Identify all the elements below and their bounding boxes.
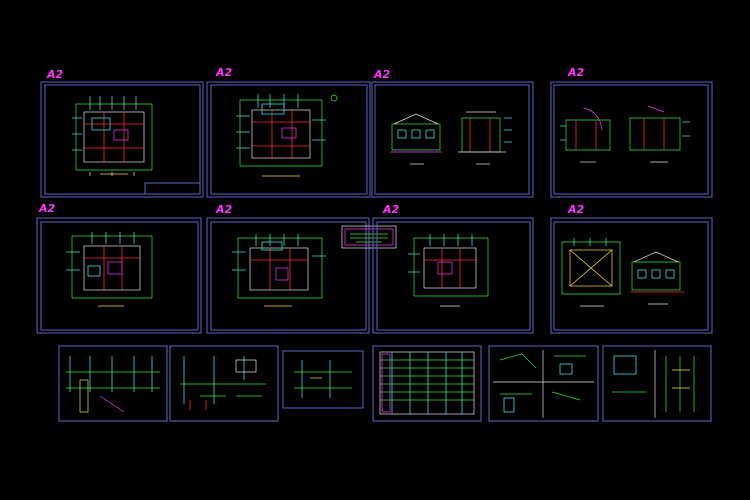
sheet-1-floor-plan xyxy=(72,96,153,176)
sheet-4[interactable]: A2 xyxy=(550,66,713,198)
sheet-1-label: A2 xyxy=(46,68,64,81)
sheet-7[interactable]: A2 xyxy=(372,203,534,334)
sheet-7-inner-frame xyxy=(376,221,531,331)
sheet-1-outer-frame xyxy=(40,81,204,198)
detail-sheet-4-box-b xyxy=(559,363,573,375)
sheet-6-outer-frame xyxy=(206,217,370,334)
schedule-table-header-column xyxy=(381,353,391,413)
north-arrow-icon xyxy=(330,94,338,102)
schedule-table-rows xyxy=(380,359,474,401)
detail-sheet-4-details xyxy=(499,353,586,401)
detail-sheet-1-diagonal xyxy=(99,395,125,413)
sheet-3-side-elevation xyxy=(458,111,512,165)
sheet-7-label: A2 xyxy=(382,203,400,216)
title-block-inner xyxy=(344,228,394,246)
sheet-7-outer-frame xyxy=(372,217,534,334)
sheet-7-floor-plan xyxy=(408,234,489,307)
sheet-8-outer-frame xyxy=(550,217,713,334)
sheet-5[interactable]: A2 xyxy=(36,202,202,334)
detail-sheet-5[interactable] xyxy=(602,345,712,422)
detail-sheet-1-frame xyxy=(58,345,168,422)
sheet-3[interactable]: A2 xyxy=(371,68,534,198)
sheet-5-inner-frame xyxy=(40,221,199,331)
detail-sheet-5-frame xyxy=(602,345,712,422)
detail-sheet-4[interactable] xyxy=(488,345,599,422)
detail-sheet-2-columns xyxy=(183,356,245,404)
sheet-5-outer-frame xyxy=(36,217,202,334)
title-block-text-lines xyxy=(350,233,388,243)
detail-sheet-5-marks xyxy=(672,369,690,389)
detail-sheet-5-lines xyxy=(612,356,695,412)
schedule-table-frame xyxy=(379,351,475,415)
sheet-3-front-elevation xyxy=(390,113,442,165)
schedule-sheet[interactable] xyxy=(372,345,482,422)
sheet-8-elevation xyxy=(630,251,684,305)
detail-sheet-4-box-a xyxy=(503,397,515,413)
sheet-3-label: A2 xyxy=(373,68,391,81)
detail-sheet-2-frame xyxy=(169,345,279,422)
sheet-2-outer-frame xyxy=(206,81,371,198)
sheet-2-inner-frame xyxy=(210,84,368,195)
detail-sheet-3-beams xyxy=(294,371,352,389)
sheet-4-label: A2 xyxy=(567,66,585,79)
sheet-6[interactable]: A2 xyxy=(206,203,370,334)
sheet-4-section-b xyxy=(629,105,690,163)
sheet-5-floor-plan xyxy=(66,232,153,307)
detail-sheet-2[interactable] xyxy=(169,345,279,422)
sheet-8-inner-frame xyxy=(553,221,709,331)
detail-sheet-1[interactable] xyxy=(58,345,168,422)
sheet-4-outer-frame xyxy=(550,81,713,198)
sheet-1-inner-frame xyxy=(44,84,201,195)
detail-sheet-1-stair xyxy=(79,379,89,413)
sheet-1[interactable]: A2 xyxy=(40,68,204,198)
detail-sheet-4-frame xyxy=(488,345,599,422)
detail-sheet-2-marks xyxy=(189,400,207,410)
sheet-8-label: A2 xyxy=(567,203,585,216)
detail-sheet-2-detail-box xyxy=(235,359,257,373)
sheet-8[interactable]: A2 xyxy=(550,203,713,334)
detail-sheet-1-beams xyxy=(66,371,160,389)
detail-sheet-1-columns xyxy=(69,356,153,392)
sheet-6-label: A2 xyxy=(215,203,233,216)
schedule-table-columns xyxy=(391,352,463,414)
sheet-8-roof-plan xyxy=(561,238,621,307)
title-block-frame xyxy=(341,225,397,249)
sheet-6-inner-frame xyxy=(210,221,367,331)
detail-sheet-3-columns xyxy=(301,360,331,398)
sheet-1-title-block xyxy=(144,182,201,195)
detail-sheet-2-beams xyxy=(180,383,266,397)
sheet-2-floor-plan xyxy=(236,94,326,177)
drawing-title-block xyxy=(341,225,397,249)
detail-sheet-5-box xyxy=(613,355,637,375)
sheet-2[interactable]: A2 xyxy=(206,66,371,198)
sheet-4-section-a xyxy=(560,107,611,163)
detail-sheet-3-frame xyxy=(282,350,364,409)
detail-sheet-3[interactable] xyxy=(282,350,364,409)
sheet-5-label: A2 xyxy=(38,202,56,215)
sheet-3-inner-frame xyxy=(374,84,530,195)
sheet-3-outer-frame xyxy=(371,81,534,198)
schedule-sheet-frame xyxy=(372,345,482,422)
sheet-2-label: A2 xyxy=(215,66,233,79)
sheet-6-floor-plan xyxy=(232,234,326,307)
sheet-4-inner-frame xyxy=(553,84,709,195)
detail-sheet-4-dividers xyxy=(493,350,594,418)
